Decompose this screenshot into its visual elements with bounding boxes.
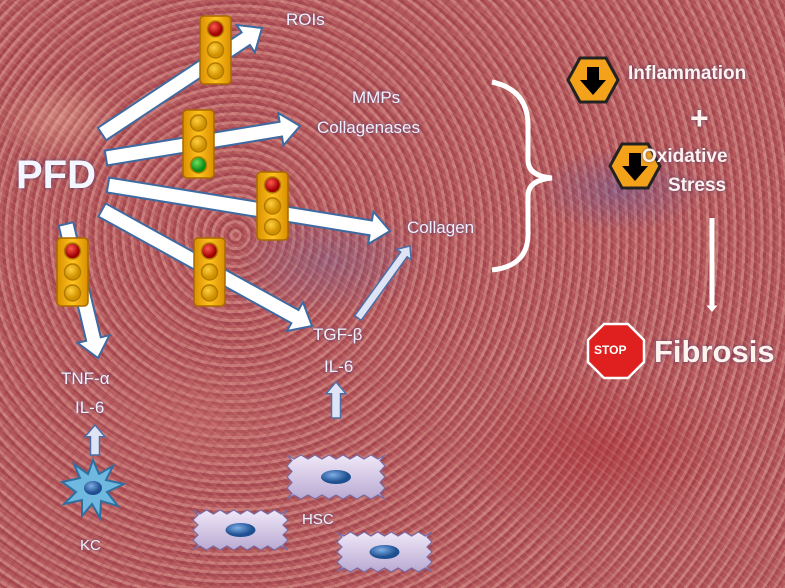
stop-sign-icon [586,322,646,380]
hsc-label: HSC [302,511,334,528]
il6-kc-label: IL-6 [75,398,105,417]
traffic-light-lamp [200,242,219,260]
traffic-light-lamp [263,218,282,236]
decrease-hexagon-icon-oxidative-stress [608,142,662,190]
pfd-label: PFD [16,153,96,197]
hepatic-stellate-cell-icon [286,454,386,500]
arrow-kc-to-il6 [83,423,107,456]
oxidative-label: Oxidative [642,146,728,167]
traffic-light-lamp [63,284,82,302]
nucleus [321,470,351,484]
collagen-label: Collagen [407,218,475,237]
fibrosis-label: Fibrosis [654,334,775,369]
traffic-light-lamp [206,20,225,38]
traffic-light-icon [56,237,89,307]
traffic-light-lamp [206,62,225,80]
traffic-light-icon [199,15,232,85]
arrow-tgf-to-collagen [353,245,412,322]
rois-label: ROIs [286,10,325,29]
mmps-label: MMPs [352,88,401,107]
traffic-light-lamp [263,197,282,215]
kupffer-cell-icon [59,457,128,522]
decrease-hexagon-icon-inflammation [566,56,620,104]
brace [491,79,553,273]
arrow-pfd-to-collagen [105,176,392,247]
arrow-hsc-to-il6 [324,380,348,419]
inflammation-label: Inflammation [628,63,747,84]
traffic-light-lamp [189,114,208,132]
tnf-alpha-label: TNF-α [61,369,110,388]
hepatic-stellate-cell-icon [192,509,289,551]
arrow-down-to-fibrosis [706,218,718,312]
traffic-light-lamp [200,284,219,302]
traffic-light-lamp [63,242,82,260]
nucleus [225,523,256,537]
hepatic-stellate-cell-icon [336,531,433,573]
collagenases-label: Collagenases [317,118,421,137]
stop-sign-text: STOP [594,343,627,357]
traffic-light-lamp [63,263,82,281]
stress-label: Stress [668,175,727,196]
traffic-light-lamp [263,176,282,194]
il6-hsc-label: IL-6 [324,357,354,376]
traffic-light-icon [256,171,289,241]
traffic-light-icon [193,237,226,307]
traffic-light-lamp [200,263,219,281]
traffic-light-lamp [189,156,208,174]
arrow-pfd-to-rois [96,23,264,142]
traffic-light-lamp [206,41,225,59]
nucleus [369,545,400,559]
tgf-beta-label: TGF-β [313,325,363,344]
kc-label: KC [80,537,101,554]
plus-sign: + [690,100,709,136]
traffic-light-lamp [189,135,208,153]
traffic-light-icon [182,109,215,179]
